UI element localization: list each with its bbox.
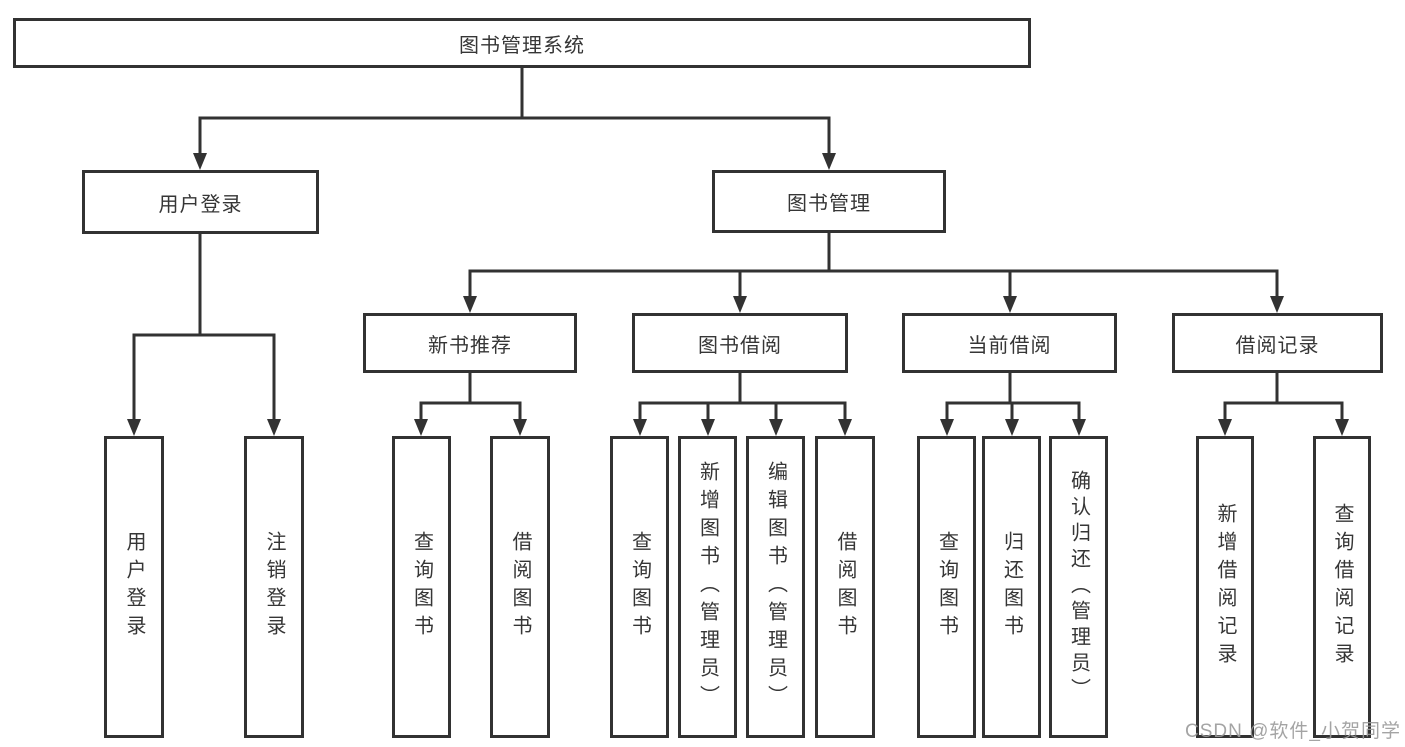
- leaf-label: 归还图书: [1000, 531, 1023, 643]
- leaf-label: 注销登录: [263, 531, 285, 643]
- leaf-query-borrow-record: 查询借阅记录: [1313, 436, 1371, 738]
- node-label: 图书管理系统: [459, 34, 585, 57]
- leaf-label: 查询借阅记录: [1331, 503, 1353, 671]
- leaf-label: 编辑图书（管理员）: [764, 461, 787, 713]
- connector-book-mgmt-to-level3: [468, 233, 1279, 298]
- leaf-label: 用户登录: [123, 531, 145, 643]
- leaf-label: 借阅图书: [509, 531, 531, 643]
- leaf-label: 新增借阅记录: [1214, 503, 1236, 671]
- csdn-watermark: CSDN @软件_小贺同学: [1185, 721, 1401, 742]
- node-label: 图书管理: [787, 193, 871, 215]
- connector-current-borrow-to-leaves: [945, 373, 1081, 421]
- node-book-borrowing: 图书借阅: [632, 313, 848, 373]
- leaf-add-books-admin: 新增图书（管理员）: [678, 436, 737, 738]
- leaf-user-login: 用户登录: [104, 436, 164, 738]
- leaf-add-borrow-record: 新增借阅记录: [1196, 436, 1254, 738]
- leaf-query-books-recommend: 查询图书: [392, 436, 451, 738]
- leaf-edit-books-admin: 编辑图书（管理员）: [746, 436, 805, 738]
- node-library-management-system: 图书管理系统: [13, 18, 1031, 68]
- node-book-management: 图书管理: [712, 170, 946, 233]
- leaf-borrow-books: 借阅图书: [815, 436, 875, 738]
- leaf-label: 确认归还（管理员）: [1067, 470, 1090, 704]
- node-label: 图书借阅: [698, 334, 782, 357]
- leaf-borrow-books-recommend: 借阅图书: [490, 436, 550, 738]
- node-label: 借阅记录: [1235, 334, 1320, 357]
- leaf-logout: 注销登录: [244, 436, 304, 738]
- connector-new-book-rec-to-leaves: [419, 373, 522, 421]
- leaf-label: 借阅图书: [834, 531, 856, 643]
- leaf-return-books: 归还图书: [982, 436, 1041, 738]
- connector-borrow-record-to-leaves: [1223, 373, 1344, 421]
- node-user-login: 用户登录: [82, 170, 319, 234]
- connector-root-to-level2: [198, 68, 831, 155]
- node-new-book-recommendation: 新书推荐: [363, 313, 577, 373]
- node-label: 新书推荐: [428, 334, 512, 357]
- leaf-label: 查询图书: [935, 531, 958, 643]
- node-label: 用户登录: [158, 193, 243, 216]
- leaf-query-books-current: 查询图书: [917, 436, 976, 738]
- leaf-label: 查询图书: [410, 531, 433, 643]
- connector-user-login-to-leaves: [132, 234, 276, 421]
- leaf-label: 新增图书（管理员）: [696, 461, 719, 713]
- connector-book-borrow-to-leaves: [638, 373, 847, 421]
- node-borrowing-records: 借阅记录: [1172, 313, 1383, 373]
- leaf-query-books-borrowing: 查询图书: [610, 436, 669, 738]
- node-current-borrowing: 当前借阅: [902, 313, 1117, 373]
- leaf-confirm-return-admin: 确认归还（管理员）: [1049, 436, 1108, 738]
- leaf-label: 查询图书: [628, 531, 651, 643]
- node-label: 当前借阅: [967, 334, 1052, 357]
